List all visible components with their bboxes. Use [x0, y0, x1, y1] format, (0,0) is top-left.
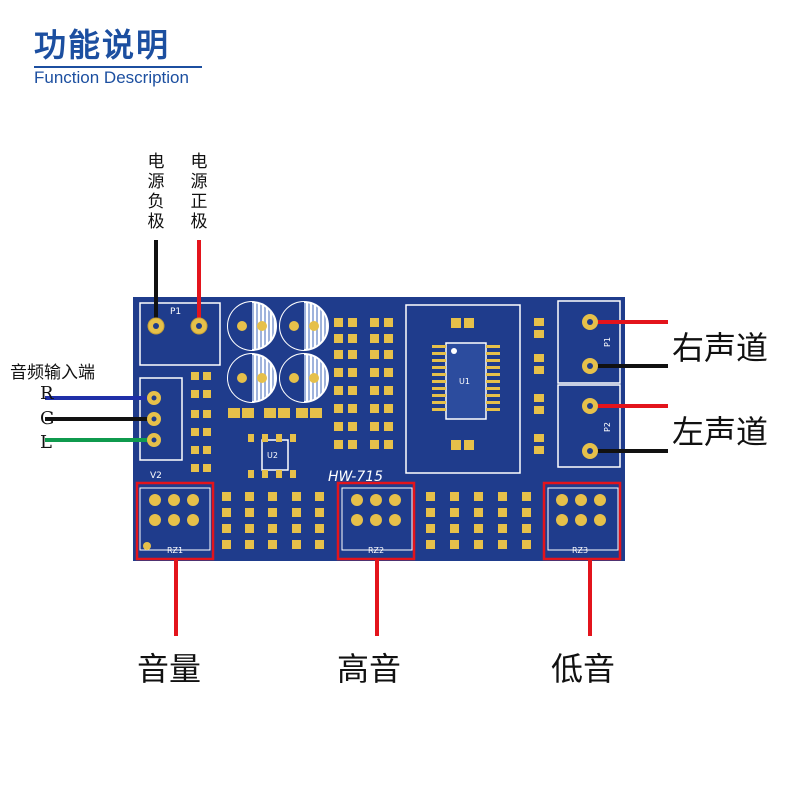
silk-p1-right: P1	[603, 337, 612, 347]
page-subtitle: Function Description	[34, 68, 189, 87]
p1-right-outline	[557, 300, 621, 384]
silk-model: HW-715	[328, 469, 383, 485]
rz1-potentiometer	[135, 481, 215, 561]
right-channel-label: 右声道	[672, 329, 769, 367]
silk-p1: P1	[170, 307, 181, 317]
u1-chip	[405, 304, 521, 474]
silk-v2: V2	[150, 471, 162, 481]
silk-u2: U2	[267, 451, 278, 460]
p2-right-outline	[557, 384, 621, 468]
input-r-label: R	[40, 383, 54, 404]
power-positive-label: 电源正极	[190, 152, 208, 232]
rz3-potentiometer	[542, 481, 622, 561]
left-pad-column	[191, 372, 211, 472]
capacitors	[227, 301, 329, 403]
silk-rz1: RZ1	[167, 546, 183, 555]
u2-chip	[248, 434, 296, 478]
p1-header-outline	[139, 302, 221, 366]
input-g-label: G	[40, 408, 55, 429]
terminal-pads	[147, 314, 598, 459]
silk-u1: U1	[459, 377, 470, 386]
rz2-potentiometer	[336, 481, 416, 561]
silk-p2-right: P2	[603, 422, 612, 432]
bass-label: 低音	[551, 650, 616, 688]
title-underline	[34, 66, 202, 68]
left-channel-label: 左声道	[672, 413, 769, 451]
treble-label: 高音	[337, 650, 402, 688]
power-negative-label: 电源负极	[147, 152, 165, 232]
input-l-label: L	[40, 432, 52, 453]
pad-row-under-caps	[228, 408, 322, 418]
silk-rz2: RZ2	[368, 546, 384, 555]
silk-rz3: RZ3	[572, 546, 588, 555]
right-pad-column	[534, 318, 544, 454]
bottom-pad-grid-left	[222, 492, 324, 549]
mid-pad-grid	[334, 318, 393, 449]
bottom-pad-grid-right	[426, 492, 531, 549]
volume-label: 音量	[137, 650, 202, 688]
audio-input-label: 音频输入端	[10, 363, 95, 383]
page-title: 功能说明	[34, 26, 171, 64]
